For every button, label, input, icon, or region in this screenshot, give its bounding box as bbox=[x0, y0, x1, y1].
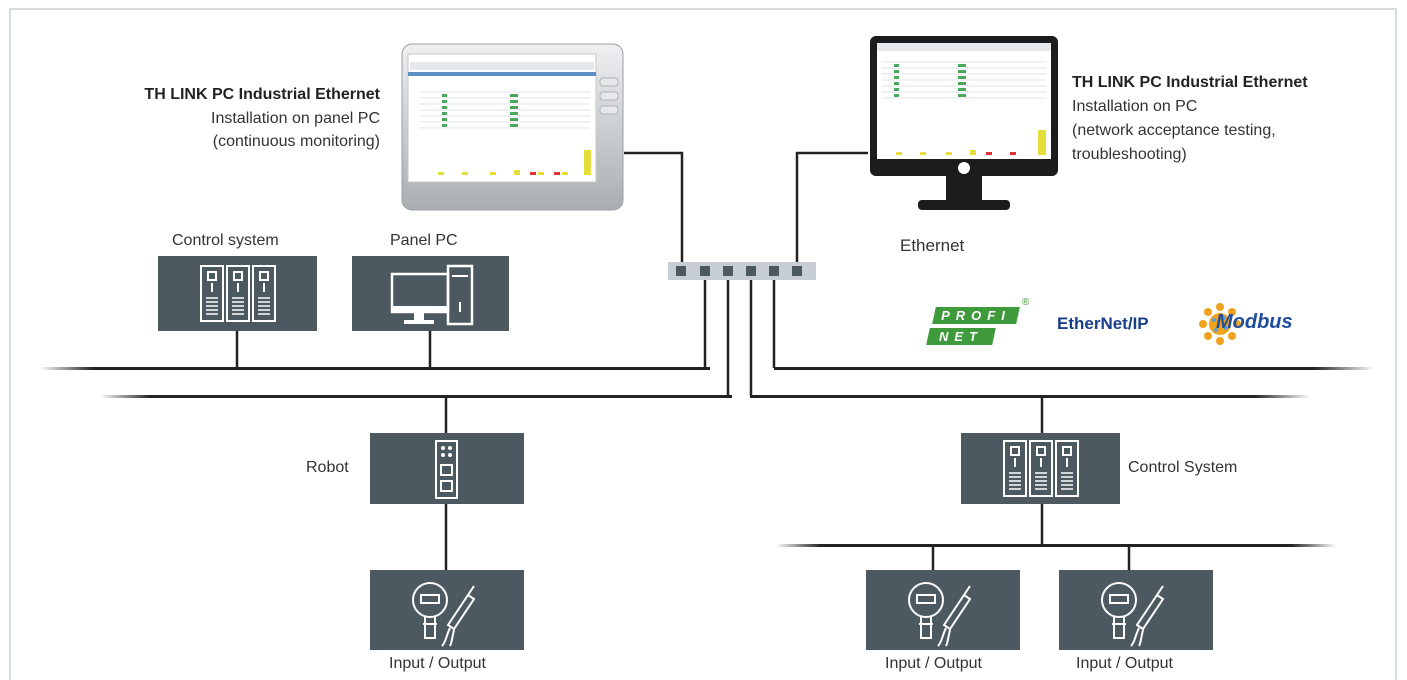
io-box-1 bbox=[370, 570, 524, 650]
plc-rack-icon bbox=[1003, 440, 1079, 497]
sensor-icon bbox=[908, 582, 972, 647]
bus-line-top-left bbox=[40, 367, 710, 370]
diagram-frame bbox=[9, 8, 1397, 680]
profinet-logo-bottom: NET bbox=[939, 329, 983, 344]
bus-line-top-right bbox=[774, 367, 1374, 370]
sensor-icon bbox=[1101, 582, 1165, 647]
control-system-right-box bbox=[961, 433, 1120, 504]
modbus-logo-text: Modbus bbox=[1216, 311, 1293, 333]
control-system-right-label: Control System bbox=[1128, 459, 1238, 476]
robot-label: Robot bbox=[306, 459, 349, 476]
network-label: Ethernet bbox=[900, 236, 965, 255]
pc-caption-line1: Installation on PC bbox=[1072, 98, 1198, 115]
io-1-label: Input / Output bbox=[389, 655, 486, 672]
pc-monitor bbox=[870, 36, 1058, 210]
control-system-left-label: Control system bbox=[172, 232, 279, 249]
panel-pc-label: Panel PC bbox=[390, 232, 458, 249]
panel-pc-tablet bbox=[401, 43, 624, 211]
plc-rack-icon bbox=[200, 265, 276, 322]
io-2-label: Input / Output bbox=[885, 655, 982, 672]
bus-line-lower-right bbox=[750, 395, 1310, 398]
profinet-logo: PROFI NET ® bbox=[926, 297, 1029, 347]
modbus-logo: Modbus bbox=[1196, 300, 1316, 348]
control-system-left-box bbox=[158, 256, 317, 331]
robot-box bbox=[370, 433, 524, 504]
io-box-3 bbox=[1059, 570, 1213, 650]
io-box-2 bbox=[866, 570, 1020, 650]
modbus-mark-icon bbox=[1199, 303, 1241, 345]
ethernet-switch bbox=[668, 262, 816, 280]
io-3-label: Input / Output bbox=[1076, 655, 1173, 672]
panel-pc-box bbox=[352, 256, 509, 331]
panel-pc-caption-line1: Installation on panel PC bbox=[211, 110, 380, 127]
bus-line-io-right bbox=[776, 544, 1336, 547]
ethernetip-logo: EtherNet/IP bbox=[1057, 314, 1149, 333]
registered-mark: ® bbox=[1022, 297, 1030, 308]
panel-pc-caption-line2: (continuous monitoring) bbox=[212, 133, 380, 150]
sensor-icon bbox=[412, 582, 476, 647]
profinet-logo-top: PROFI bbox=[941, 308, 1011, 323]
pc-caption-title: TH LINK PC Industrial Ethernet bbox=[1072, 74, 1308, 91]
panel-pc-caption-title: TH LINK PC Industrial Ethernet bbox=[144, 86, 380, 103]
desktop-pc-icon bbox=[390, 264, 474, 326]
pc-caption-line3: troubleshooting) bbox=[1072, 146, 1187, 163]
connector-lines bbox=[235, 151, 1131, 570]
robot-module-icon bbox=[435, 440, 458, 499]
bus-line-lower-left bbox=[100, 395, 732, 398]
pc-caption-line2: (network acceptance testing, bbox=[1072, 122, 1276, 139]
